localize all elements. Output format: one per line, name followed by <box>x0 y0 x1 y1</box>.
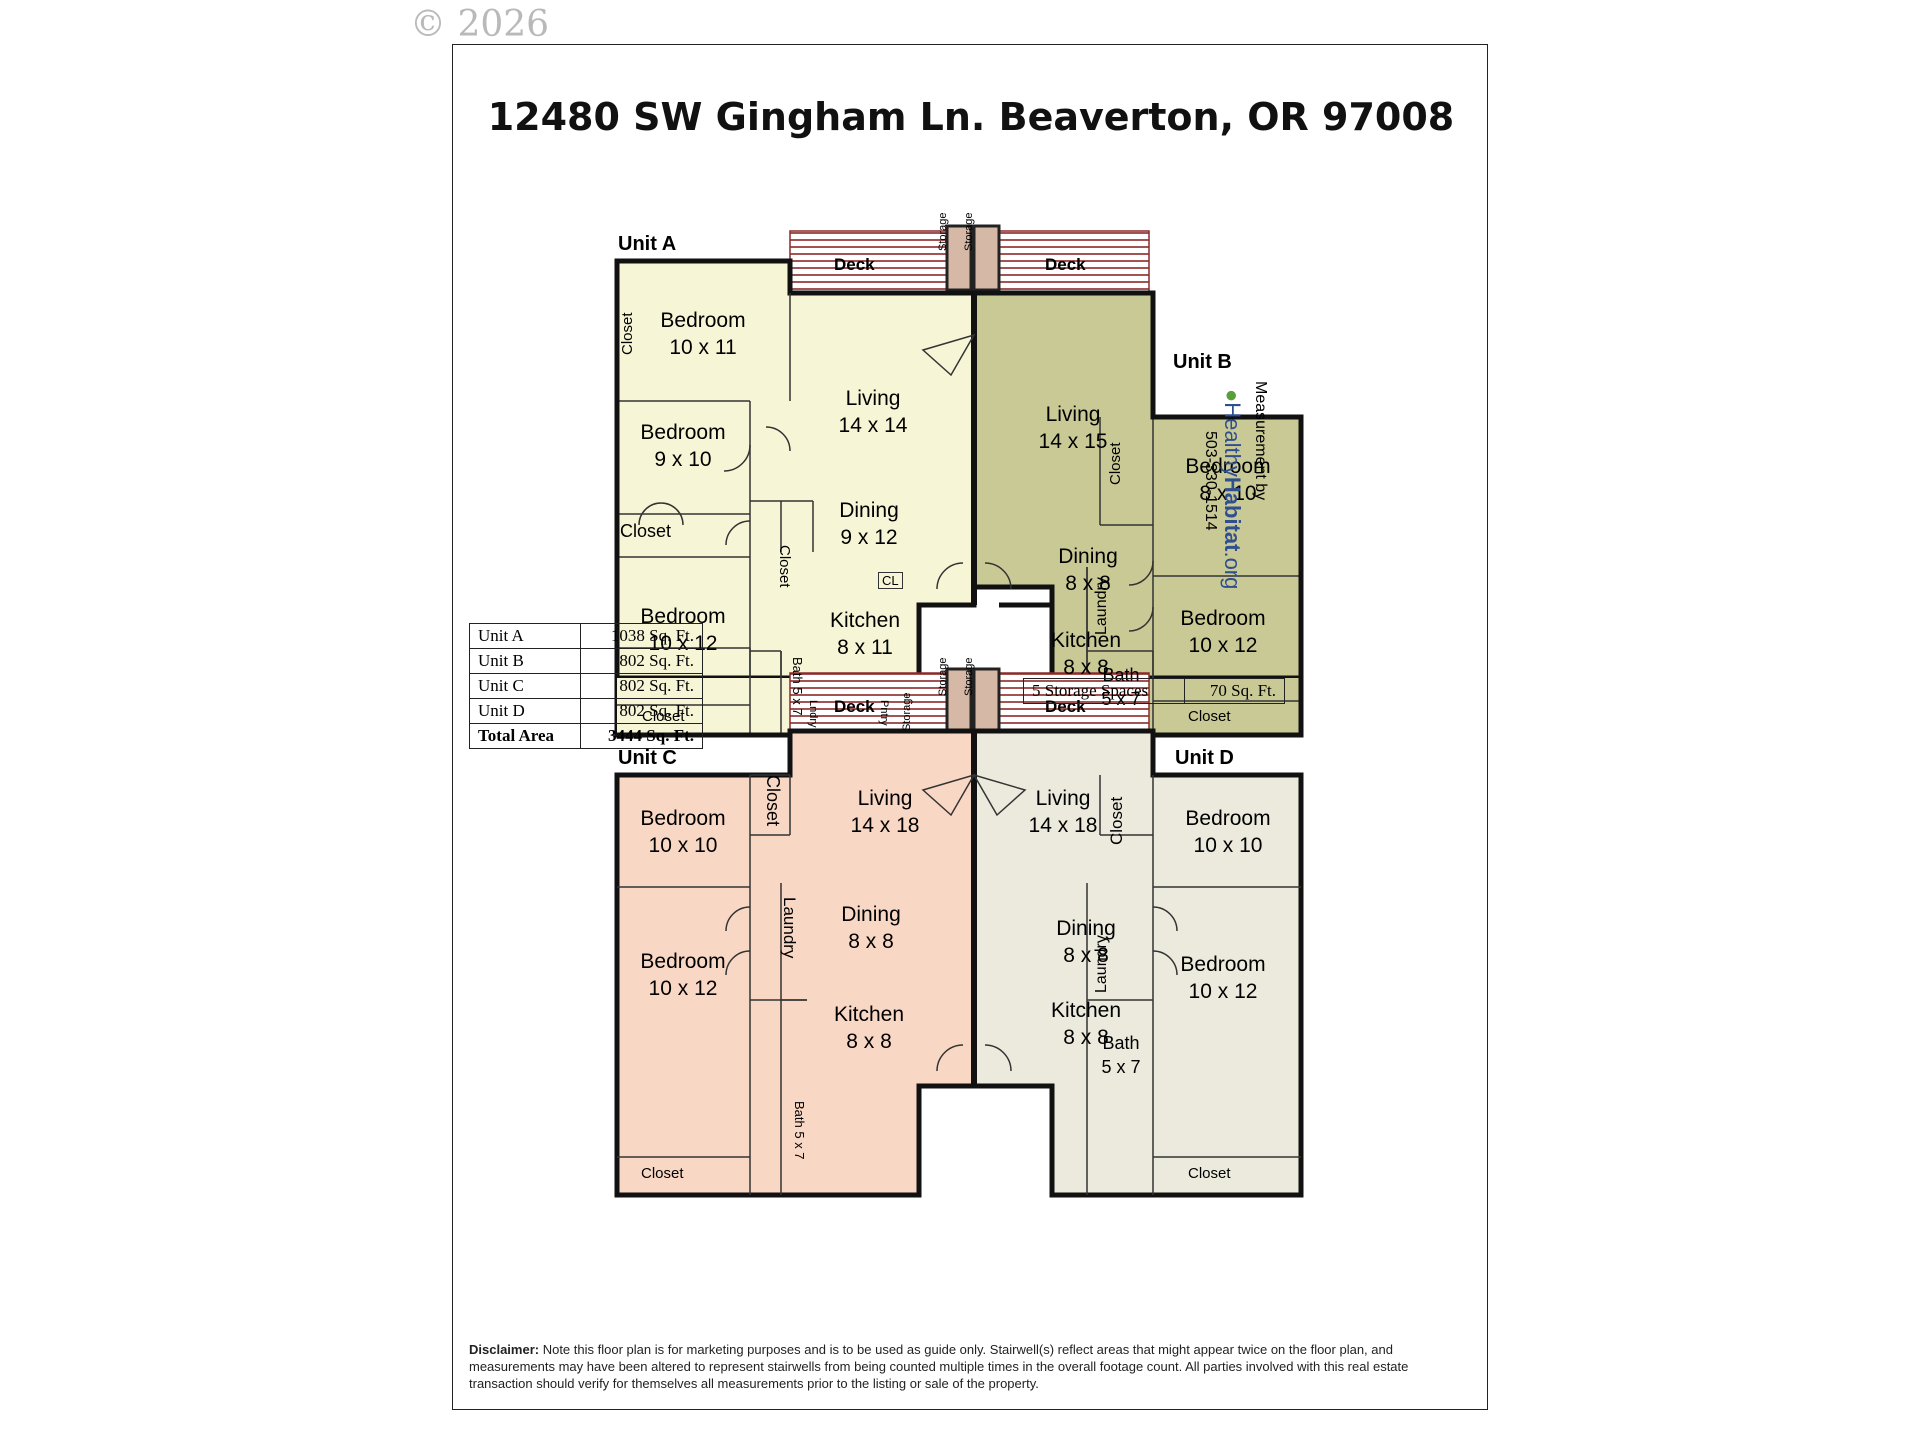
unit-d-closet-1: Closet <box>1107 796 1126 845</box>
floor-plan-sheet: 12480 SW Gingham Ln. Beaverton, OR 97008 <box>452 44 1488 1410</box>
unit-a-closet-2: Closet <box>620 521 672 541</box>
unit-d-walls <box>1086 775 1301 1195</box>
storage-label-1: Storage <box>937 212 949 251</box>
deck-label-c: Deck <box>834 697 875 716</box>
floor-plan-drawing <box>614 224 1304 1198</box>
deck-label-a: Deck <box>834 255 875 274</box>
property-address-title: 12480 SW Gingham Ln. Beaverton, OR 97008 <box>487 95 1455 139</box>
storage-lower-right <box>972 667 1001 733</box>
disclaimer-label: Disclaimer: <box>469 1342 540 1357</box>
unit-a-closet-4: Closet <box>776 545 793 588</box>
unit-a-closet-1: Closet <box>619 312 636 355</box>
area-unit-cell: Total Area <box>469 723 581 749</box>
area-value-cell: 802 Sq. Ft. <box>579 698 704 724</box>
unit-b-label: Unit B <box>1173 351 1232 373</box>
phone-number: 503-330-1514 <box>1202 431 1219 531</box>
unit-c-label: Unit C <box>618 747 677 769</box>
area-unit-cell: Unit A <box>469 623 581 649</box>
unit-b-closet-2: Closet <box>1188 708 1231 725</box>
storage-label-3: Storage <box>937 657 949 696</box>
area-value-cell: 1038 Sq. Ft. <box>579 623 704 649</box>
deck-label-b: Deck <box>1045 255 1086 274</box>
storage-label-4: Storage <box>963 657 975 696</box>
unit-d-area <box>971 728 1304 1198</box>
deck-a <box>789 230 948 294</box>
unit-c-bath: Bath 5 x 7 <box>792 1101 807 1160</box>
area-unit-cell: Unit D <box>469 698 581 724</box>
disclaimer-text: Note this floor plan is for marketing pu… <box>469 1342 1409 1391</box>
copyright-watermark: © 2026 <box>410 4 550 45</box>
unit-a-label: Unit A <box>618 233 677 255</box>
storage-upper-left <box>945 224 973 292</box>
storage-table: 5 Storage Spaces 70 Sq. Ft. <box>1023 678 1286 704</box>
unit-c-laundry: Laundry <box>780 897 799 959</box>
deck-b <box>998 230 1150 294</box>
logo-leaf-icon: ● <box>1220 389 1245 403</box>
storage-label: 5 Storage Spaces <box>1023 678 1185 704</box>
unit-a-bath: Bath 5 x 7 <box>790 657 805 716</box>
unit-a-lndry: Lndry <box>807 700 819 728</box>
storage-label-kitchen: Storage <box>901 692 913 731</box>
unit-d-closet-2: Closet <box>1188 1165 1231 1182</box>
disclaimer: Disclaimer: Note this floor plan is for … <box>469 1341 1473 1392</box>
unit-b-closet-1: Closet <box>1107 442 1124 485</box>
unit-c-walls <box>617 774 807 1195</box>
unit-a-pntry: Pntry <box>878 700 890 726</box>
unit-d-label: Unit D <box>1175 747 1234 769</box>
area-unit-cell: Unit C <box>469 673 581 699</box>
area-value-cell: 802 Sq. Ft. <box>579 648 704 674</box>
unit-c-closet-1: Closet <box>763 775 783 827</box>
healthy-habitat-logo: ●HealthyHabitat.org <box>1220 389 1245 590</box>
unit-c-closet-2: Closet <box>641 1165 684 1182</box>
area-unit-cell: Unit B <box>469 648 581 674</box>
measurement-credit-block: Measurement by ●HealthyHabitat.org 503-3… <box>1189 379 1269 589</box>
measurement-by-text: Measurement by <box>1252 381 1269 501</box>
unit-a-cl: CL <box>878 572 903 589</box>
door-swings-lower <box>725 773 1178 1072</box>
storage-upper-right <box>972 224 1001 292</box>
unit-d-laundry: Laundry <box>1093 935 1110 993</box>
unit-b-laundry: Laundry <box>1093 577 1110 635</box>
storage-label-2: Storage <box>963 212 975 251</box>
area-value-cell: 3444 Sq. Ft. <box>579 723 704 749</box>
storage-area: 70 Sq. Ft. <box>1183 678 1286 704</box>
door-swings-upper <box>638 333 1154 632</box>
area-value-cell: 802 Sq. Ft. <box>579 673 704 699</box>
